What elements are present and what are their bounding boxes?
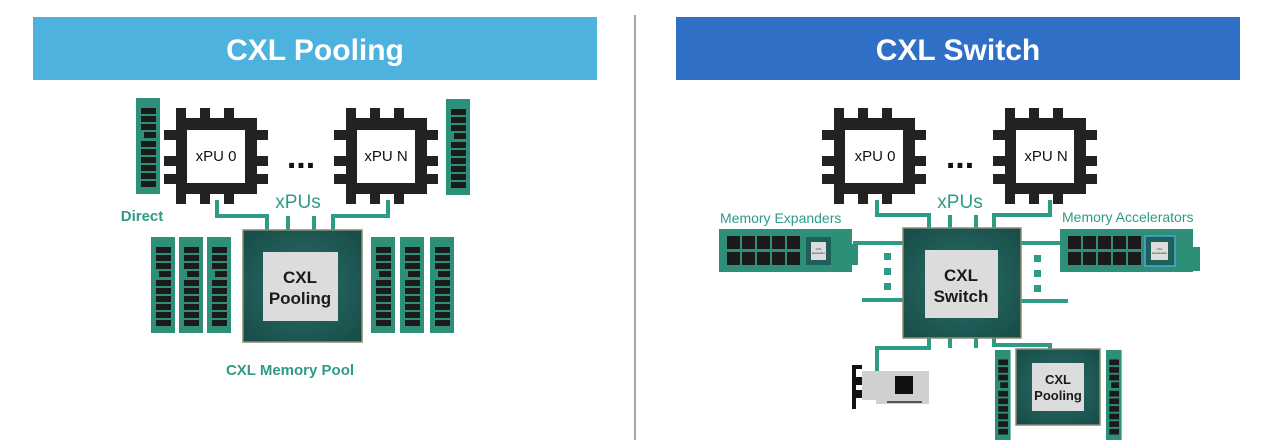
xpun-label: xPU N	[1024, 148, 1067, 165]
xpus-label: xPUs	[275, 192, 320, 213]
memory-stick-icon	[995, 350, 1011, 440]
memory-stick-icon	[400, 237, 424, 333]
memory-accelerators-label: Memory Accelerators	[1062, 209, 1193, 225]
left-title: CXL Pooling	[226, 34, 404, 67]
pcie-card-icon	[852, 365, 929, 409]
chip-label: CXL	[283, 268, 317, 287]
memory-stick-icon	[1106, 350, 1122, 440]
memory-stick-icon	[151, 237, 175, 333]
chip-label: Pooling	[1034, 388, 1082, 403]
chip-label: Pooling	[269, 289, 331, 308]
ellipsis: ...	[946, 138, 974, 176]
chip-label: CXL	[1157, 247, 1163, 251]
direct-label: Direct	[121, 208, 164, 225]
ellipsis: ...	[287, 138, 315, 176]
memory-expanders-label: Memory Expanders	[720, 210, 841, 226]
right-title: CXL Switch	[876, 34, 1040, 67]
memory-stick-icon	[371, 237, 395, 333]
chip-label: CXL	[944, 266, 978, 285]
chip-label: CXL	[816, 247, 822, 251]
memory-pool-label: CXL Memory Pool	[226, 362, 354, 379]
xpu0-label: xPU 0	[855, 148, 896, 165]
memory-stick-icon	[136, 98, 160, 194]
xpun-label: xPU N	[364, 148, 407, 165]
chip-label: Accelerator	[1152, 251, 1167, 255]
more-devices-dots	[884, 253, 1041, 292]
xpu0-label: xPU 0	[196, 148, 237, 165]
memory-stick-icon	[207, 237, 231, 333]
left-header-bar	[33, 17, 597, 80]
memory-expander-card: CXL Expander	[719, 229, 858, 272]
memory-stick-icon	[446, 99, 470, 195]
connection-lines	[853, 200, 1068, 375]
memory-stick-icon	[179, 237, 203, 333]
xpus-label: xPUs	[937, 192, 982, 213]
chip-label: CXL	[1045, 372, 1071, 387]
chip-label: Switch	[934, 287, 989, 306]
right-header-bar	[676, 17, 1240, 80]
cxl-switch-panel: CXL Switch xPU 0 xPU N ... xPUs Memory E…	[676, 17, 1240, 440]
memory-accelerator-card: CXL Accelerator	[1060, 229, 1200, 272]
memory-stick-icon	[430, 237, 454, 333]
cxl-pooling-panel: CXL Pooling xPU 0 xPU N ... xPUs Direct …	[33, 17, 597, 379]
connection-lines	[215, 200, 390, 230]
chip-label: Expander	[812, 251, 825, 255]
